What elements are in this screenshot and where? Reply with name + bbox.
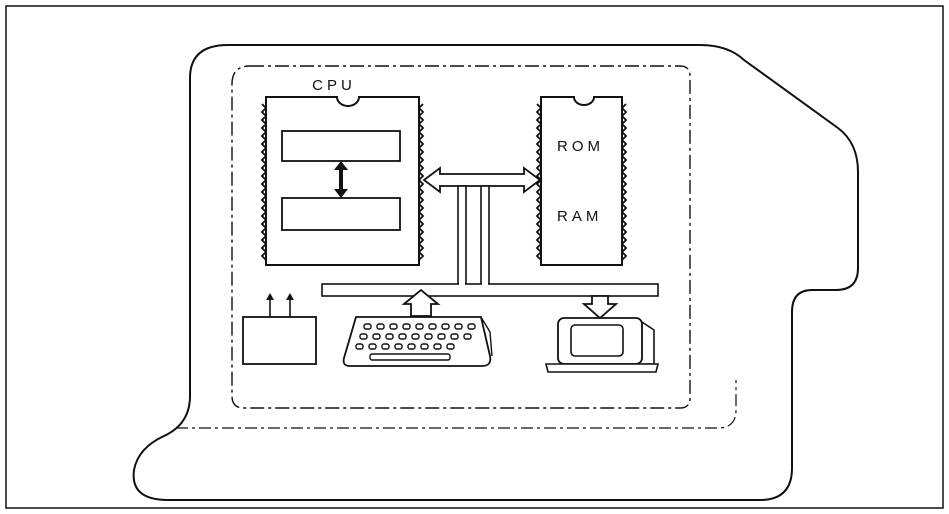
console-front-edge <box>176 380 737 429</box>
ram-label: RAM <box>557 208 602 225</box>
rom-label: ROM <box>557 138 604 155</box>
cpu-memory-bus-arrow <box>422 166 542 194</box>
memory-right-pins <box>620 103 628 261</box>
console-outline <box>132 44 859 501</box>
peripheral-bus <box>321 283 659 297</box>
cpu-internal-bus-arrow <box>334 161 348 198</box>
keyboard-input-arrow <box>401 288 441 317</box>
power-supply <box>242 293 317 365</box>
inner-panel <box>231 65 691 409</box>
monitor <box>544 317 660 373</box>
memory-chip <box>535 96 628 266</box>
cpu-register-bottom <box>281 197 401 231</box>
memory-left-pins <box>535 103 543 261</box>
bus-drop-right <box>480 185 490 285</box>
monitor-output-arrow <box>581 295 619 320</box>
cpu-chip <box>260 96 425 266</box>
cpu-right-pins <box>417 103 425 261</box>
system-bus <box>321 166 659 320</box>
outer-frame <box>5 5 944 509</box>
cpu-register-top <box>281 130 401 162</box>
cpu-left-pins <box>260 103 268 261</box>
bus-drop-left <box>457 185 467 285</box>
cpu-label: CPU <box>312 77 356 94</box>
keyboard <box>342 316 493 367</box>
